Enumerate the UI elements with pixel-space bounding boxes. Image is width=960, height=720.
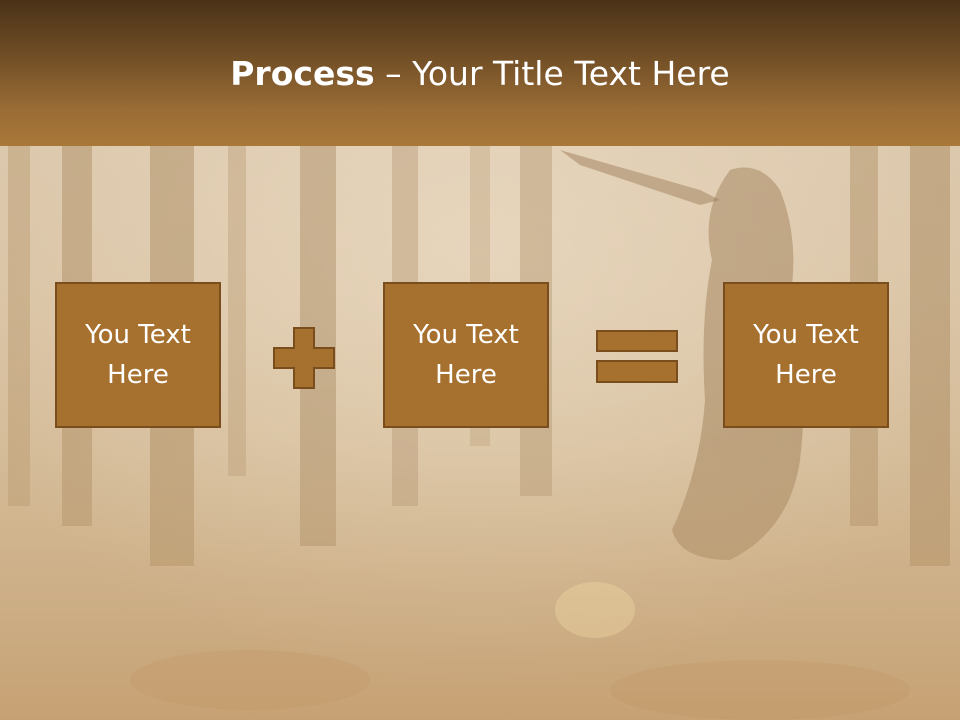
plus-icon: [273, 327, 335, 389]
process-box-2-label: You Text Here: [413, 320, 519, 390]
title-bold: Process: [230, 54, 375, 93]
process-box-1-label: You Text Here: [85, 320, 191, 390]
title-bar: Process – Your Title Text Here: [0, 0, 960, 146]
slide-title: Process – Your Title Text Here: [0, 52, 960, 96]
process-box-3[interactable]: You Text Here: [723, 282, 889, 428]
equals-icon: [596, 330, 678, 383]
process-box-2[interactable]: You Text Here: [383, 282, 549, 428]
process-box-3-label: You Text Here: [753, 320, 859, 390]
process-box-1[interactable]: You Text Here: [55, 282, 221, 428]
title-rest: – Your Title Text Here: [374, 54, 730, 93]
